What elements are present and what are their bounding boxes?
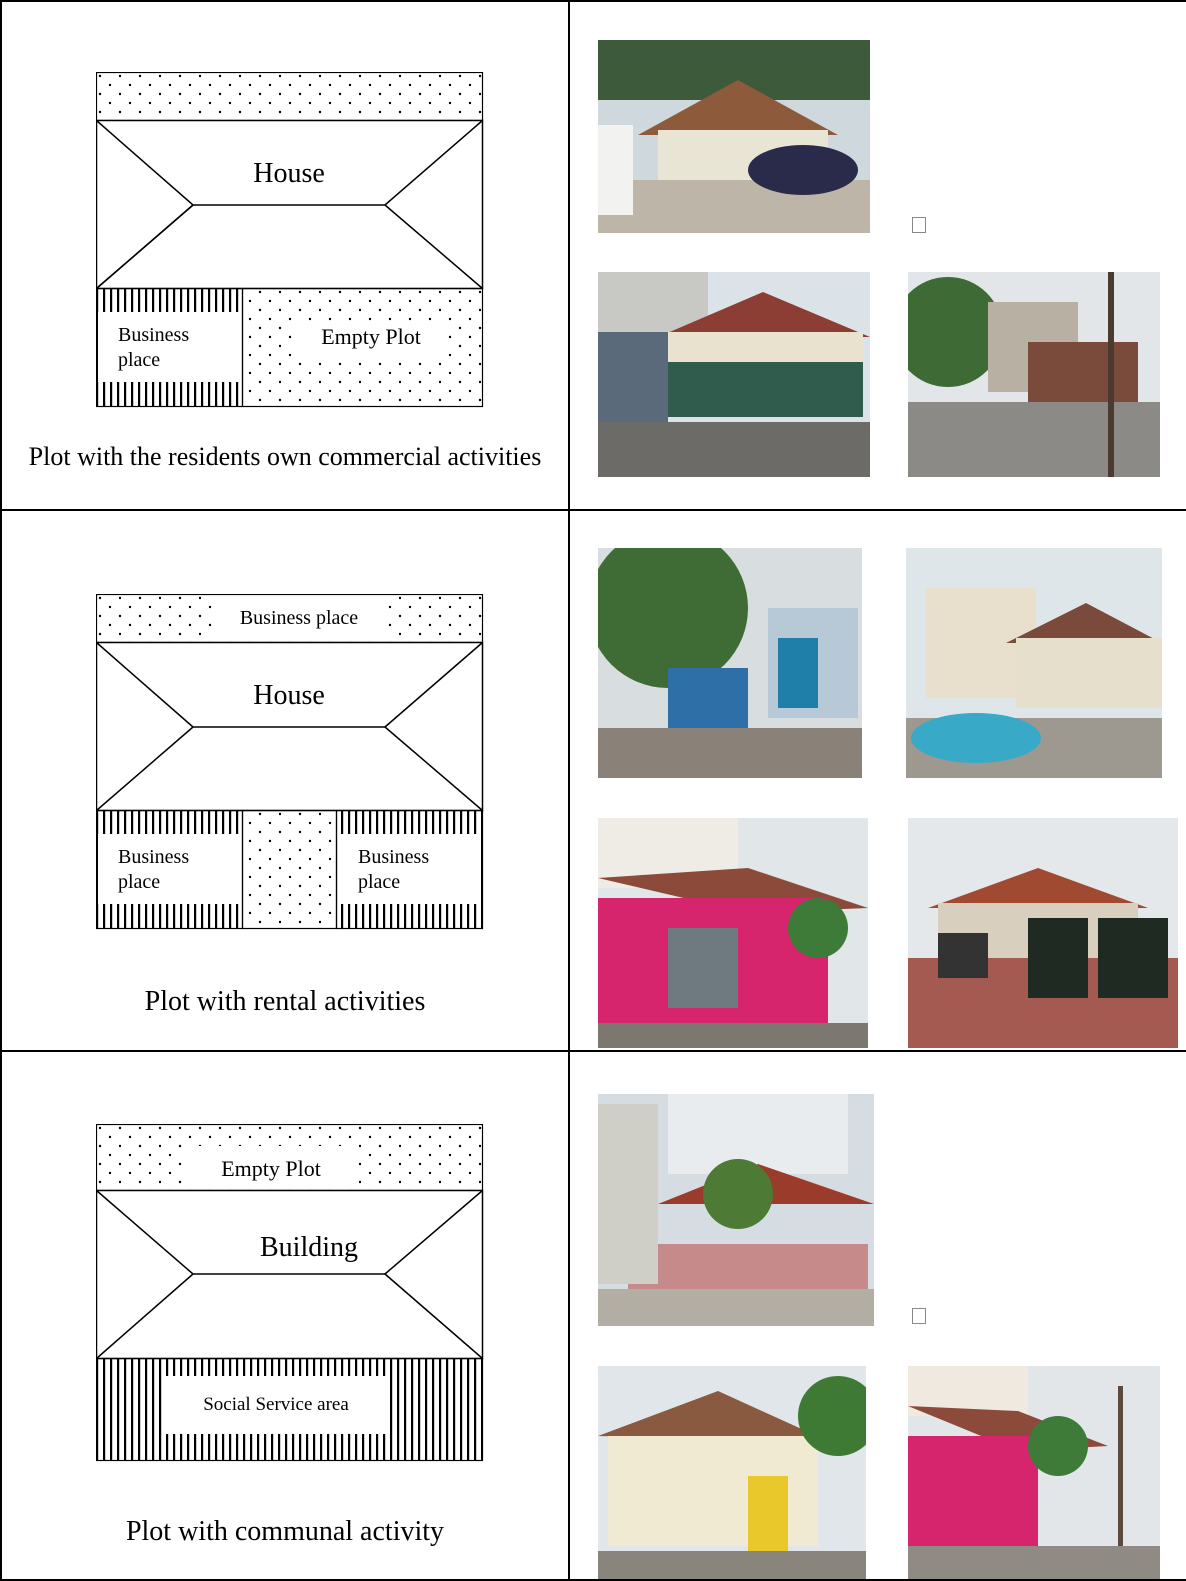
row-caption: Plot with communal activity: [125, 1516, 445, 1547]
placeholder-box: [912, 217, 926, 233]
photo-food-cart: [598, 548, 862, 778]
photo-street-kiosk: [908, 272, 1160, 477]
plot-diagram-rental: [96, 594, 484, 930]
photo-old-building: [598, 1094, 874, 1326]
photo-house-kiosk: [598, 1366, 866, 1579]
photo-house-vehicles: [908, 818, 1178, 1048]
diagram-social-service-label: Social Service area: [203, 1394, 349, 1415]
diagram-front-business-label: Business place: [239, 607, 359, 629]
photo-pink-store: [598, 818, 868, 1048]
placeholder-box: [912, 1308, 926, 1324]
diagram-left-business-label: Business place: [118, 846, 190, 893]
photo-house-fence: [598, 272, 870, 477]
diagram-empty-plot-label: Empty Plot: [321, 324, 421, 349]
diagram-building-label: Building: [259, 1232, 358, 1263]
row-caption: Plot with rental activities: [144, 986, 426, 1017]
photo-house-car: [598, 40, 870, 233]
photo-taxi-house: [906, 548, 1162, 778]
plot-diagram-residents: [96, 72, 484, 408]
diagram-right-business-label: Business place: [358, 846, 430, 893]
diagram-empty-plot-label: Empty Plot: [221, 1156, 321, 1181]
diagram-house-label: House: [253, 158, 325, 189]
photo-pink-store-street: [908, 1366, 1160, 1579]
plot-diagram-communal: [96, 1124, 484, 1462]
diagram-house-label: House: [253, 680, 325, 711]
diagram-business-label: Business place: [118, 324, 190, 371]
row-caption: Plot with the residents own commercial a…: [28, 442, 542, 471]
